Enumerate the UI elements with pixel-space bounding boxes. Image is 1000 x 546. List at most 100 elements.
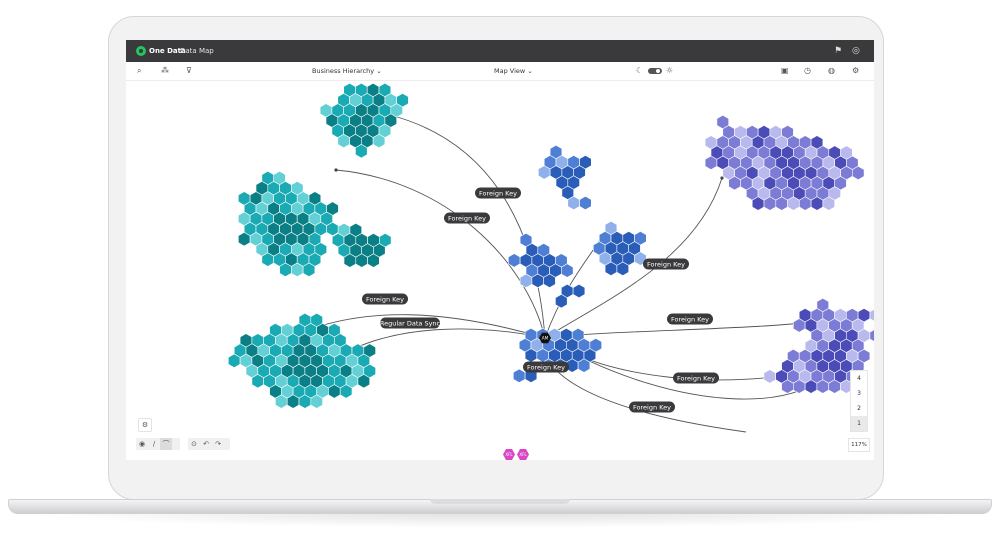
share-icon[interactable]: ◍ <box>828 66 835 75</box>
redo-icon[interactable]: ↷ <box>215 440 221 448</box>
hex-node[interactable] <box>572 283 586 299</box>
hub-node[interactable]: AM <box>539 332 551 344</box>
svg-text:Foreign Key: Foreign Key <box>647 260 685 268</box>
hex-node[interactable] <box>763 196 777 211</box>
foreign-key-label[interactable]: Foreign Key <box>444 212 490 224</box>
hex-node[interactable] <box>804 379 818 394</box>
hex-node[interactable] <box>869 308 874 322</box>
theme-toggle[interactable] <box>648 68 662 74</box>
zoom-fit-icon[interactable]: ⊙ <box>191 440 197 448</box>
svg-text:Foreign Key: Foreign Key <box>479 189 517 197</box>
undo-icon[interactable]: ↶ <box>203 440 209 448</box>
hex-node[interactable] <box>537 165 551 180</box>
hex-node[interactable] <box>328 384 341 399</box>
hex-node[interactable] <box>238 232 251 247</box>
hex-node[interactable] <box>291 262 304 277</box>
hex-node[interactable] <box>577 358 591 373</box>
hex-node[interactable] <box>367 253 380 268</box>
history-icon[interactable]: ◷ <box>804 66 811 75</box>
settings-icon[interactable]: ⚙ <box>852 66 860 75</box>
brand-name: One Data <box>149 47 186 55</box>
hex-node[interactable] <box>512 368 526 383</box>
zoom-level-2[interactable]: 2 <box>857 405 861 412</box>
hex-node[interactable] <box>567 195 580 211</box>
hex-node[interactable] <box>798 196 812 211</box>
hex-node[interactable] <box>851 165 865 181</box>
regular-data-sync-label[interactable]: Regular Data Sync <box>380 317 441 329</box>
svg-text:Foreign Key: Foreign Key <box>448 214 486 222</box>
hex-node[interactable] <box>261 252 274 267</box>
zoom-level-3[interactable]: 3 <box>857 390 861 397</box>
xfl-badge[interactable]: XFL <box>517 449 529 460</box>
view-controls: ◉ ∕ ⌒ <box>136 438 180 450</box>
foreign-key-label[interactable]: Foreign Key <box>673 372 719 384</box>
hex-node[interactable] <box>343 253 357 268</box>
zoom-percent: 117% <box>848 438 870 452</box>
zoom-level-4[interactable]: 4 <box>857 375 861 382</box>
laptop-notch <box>430 499 570 504</box>
zoom-level-1[interactable]: 1 <box>851 416 867 431</box>
hex-node[interactable] <box>372 133 386 149</box>
hex-node[interactable] <box>555 294 568 309</box>
foreign-key-label[interactable]: Foreign Key <box>667 313 713 325</box>
hex-node[interactable] <box>355 144 368 159</box>
hierarchy-select[interactable]: Business Hierarchy ⌄ <box>312 67 382 75</box>
title-bar: One Data Data Map ⚑ ◎ <box>126 40 874 62</box>
hex-node[interactable] <box>763 369 777 384</box>
hex-node[interactable] <box>616 261 630 276</box>
eye-icon[interactable]: ◉ <box>138 440 146 448</box>
xfl-badge[interactable]: XFL <box>503 449 515 460</box>
hex-node[interactable] <box>302 262 316 277</box>
zoom-level-control: 4 3 2 1 <box>850 370 868 432</box>
hex-node[interactable] <box>560 263 574 278</box>
hex-node[interactable] <box>704 155 718 170</box>
settings-gear-button[interactable]: ⚙ <box>138 418 152 432</box>
search-icon[interactable]: ⌕ <box>137 66 142 75</box>
data-map-canvas[interactable]: Foreign Key Foreign Key Foreign Key Regu… <box>126 80 874 460</box>
hex-node[interactable] <box>816 379 830 394</box>
hex-node[interactable] <box>357 374 370 389</box>
filter-icon[interactable]: ⊽ <box>186 66 192 75</box>
layout-icon[interactable]: ⁂ <box>161 66 169 75</box>
hex-node[interactable] <box>822 196 836 211</box>
foreign-key-label[interactable]: Foreign Key <box>362 293 408 305</box>
language-icon[interactable]: ⚑ <box>834 46 843 56</box>
hex-node[interactable] <box>775 196 788 211</box>
hex-node[interactable] <box>228 353 241 368</box>
svg-text:Foreign Key: Foreign Key <box>527 363 565 371</box>
curve-icon[interactable]: ⌒ <box>160 438 172 450</box>
hex-node[interactable] <box>275 394 288 409</box>
pen-icon[interactable]: ∕ <box>152 440 156 448</box>
hex-node[interactable] <box>339 384 353 399</box>
hex-node[interactable] <box>792 379 806 394</box>
view-select[interactable]: Map View ⌄ <box>494 67 533 75</box>
hex-node[interactable] <box>298 394 312 409</box>
hex-node[interactable] <box>543 273 556 288</box>
hex-node[interactable] <box>869 329 874 343</box>
hex-node[interactable] <box>355 253 368 268</box>
hex-node[interactable] <box>792 318 806 333</box>
hex-node[interactable] <box>507 253 521 268</box>
hex-node[interactable] <box>524 348 538 363</box>
user-icon[interactable]: ◎ <box>852 46 860 56</box>
hex-node[interactable] <box>251 374 264 389</box>
connection-endpoint <box>720 176 724 180</box>
chevron-down-icon: ⌄ <box>527 67 533 75</box>
foreign-key-label[interactable]: Foreign Key <box>475 187 521 199</box>
image-icon[interactable]: ▣ <box>781 66 789 75</box>
hex-node[interactable] <box>604 261 618 276</box>
hex-node[interactable] <box>751 196 765 211</box>
hex-node[interactable] <box>579 195 592 211</box>
hex-node[interactable] <box>519 273 533 288</box>
hex-node[interactable] <box>337 133 350 149</box>
foreign-key-label[interactable]: Foreign Key <box>629 401 675 413</box>
app-title: Data Map <box>180 47 214 55</box>
hex-node[interactable] <box>531 273 545 288</box>
hex-clusters <box>228 82 874 409</box>
map-toolbar: ⌕ ⁂ ⊽ Business Hierarchy ⌄ Map View ⌄ ☾ … <box>126 62 874 81</box>
hex-node[interactable] <box>810 196 824 211</box>
hex-node[interactable] <box>286 394 300 409</box>
hex-node[interactable] <box>310 394 323 409</box>
foreign-key-label[interactable]: Foreign Key <box>643 258 689 270</box>
foreign-key-label[interactable]: Foreign Key <box>523 361 569 373</box>
